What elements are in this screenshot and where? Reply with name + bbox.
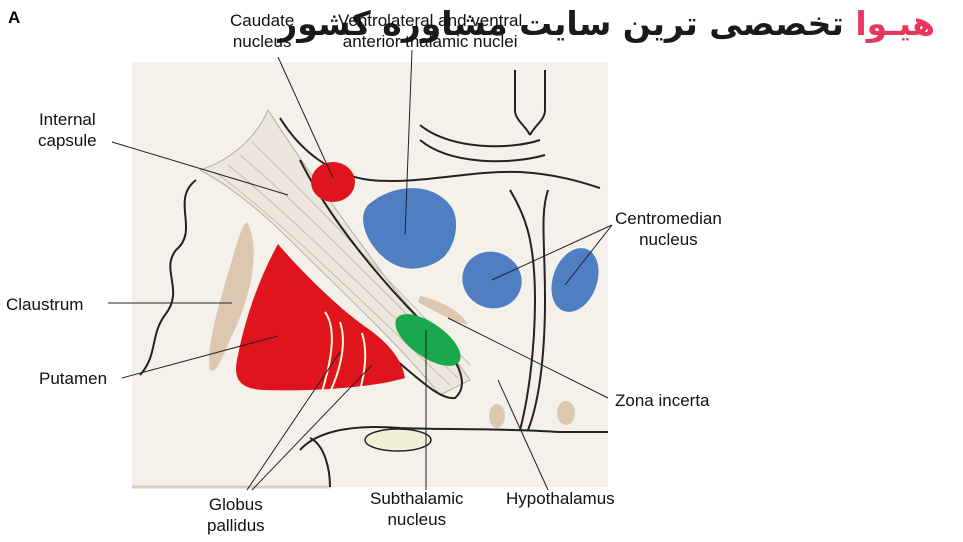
optic-tract-shape [365, 429, 431, 451]
label-centromedian-nucleus: Centromedian nucleus [615, 208, 722, 250]
label-caudate-nucleus: Caudate nucleus [230, 10, 294, 52]
hypothalamic-body-left [489, 404, 505, 428]
label-claustrum: Claustrum [6, 294, 83, 315]
label-globus-pallidus: Globus pallidus [207, 494, 265, 536]
hypothalamic-body-right [557, 401, 575, 425]
label-putamen: Putamen [39, 368, 107, 389]
label-zona-incerta: Zona incerta [615, 390, 710, 411]
watermark-brand: هیـوا [855, 4, 935, 43]
label-internal-capsule: Internal capsule [38, 109, 97, 151]
caudate-nucleus-shape [311, 162, 355, 202]
label-hypothalamus: Hypothalamus [506, 488, 615, 509]
panel-label: A [8, 8, 20, 28]
label-vl-va-nuclei: Ventrolateral and ventral anterior thala… [338, 10, 522, 52]
label-subthalamic-nucleus: Subthalamic nucleus [370, 488, 464, 530]
